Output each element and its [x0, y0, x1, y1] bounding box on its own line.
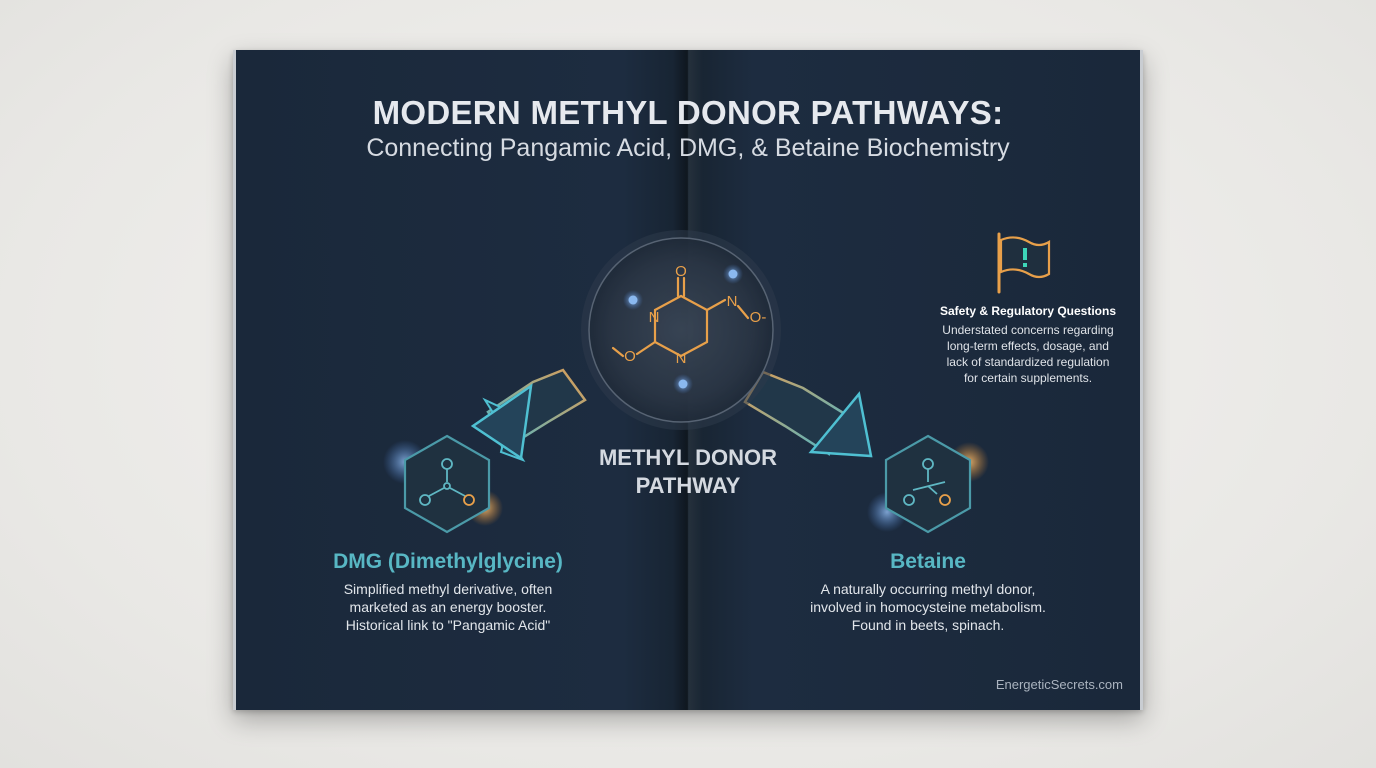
footer-brand: EnergeticSecrets.com — [995, 677, 1123, 692]
safety-description: Understated concerns regarding long-term… — [923, 322, 1133, 386]
betaine-desc-line: A naturally occurring methyl donor, — [820, 581, 1036, 597]
safety-desc-line: long-term effects, dosage, and — [947, 339, 1109, 353]
magazine-spread: MODERN METHYL DONOR PATHWAYS: Connecting… — [233, 50, 1143, 710]
dmg-molecule-icon — [383, 434, 503, 534]
left-branch-arrow — [470, 368, 587, 462]
center-pathway-label: METHYL DONOR PATHWAY — [563, 444, 813, 500]
atom-label: N — [649, 309, 660, 326]
betaine-desc-line: Found in beets, spinach. — [851, 617, 1005, 633]
safety-desc-line: Understated concerns regarding — [942, 323, 1114, 337]
betaine-molecule-icon — [867, 434, 989, 534]
page-title: MODERN METHYL DONOR PATHWAYS: — [372, 94, 1004, 131]
central-molecule: O N N N O O- — [581, 230, 781, 430]
safety-desc-line: for certain supplements. — [963, 371, 1093, 385]
atom-label: O — [624, 348, 636, 365]
atom-label: O- — [750, 309, 767, 326]
dmg-desc-line: marketed as an energy booster. — [349, 599, 547, 615]
dmg-description: Simplified methyl derivative, often mark… — [308, 580, 588, 634]
pathway-diagram: O N N N O O- — [383, 230, 1051, 534]
safety-desc-line: lack of standardized regulation — [946, 355, 1110, 369]
dmg-title: DMG (Dimethylglycine) — [333, 550, 563, 573]
atom-label: O — [675, 263, 687, 280]
betaine-description: A naturally occurring methyl donor, invo… — [788, 580, 1068, 634]
dmg-desc-line: Historical link to "Pangamic Acid" — [345, 617, 551, 633]
center-label-line1: METHYL DONOR — [598, 445, 778, 470]
betaine-title: Betaine — [890, 550, 966, 573]
atom-label: N — [676, 350, 687, 367]
dmg-desc-line: Simplified methyl derivative, often — [343, 581, 553, 597]
right-branch-arrow — [743, 370, 873, 458]
warning-flag-icon — [997, 232, 1051, 294]
page-subtitle: Connecting Pangamic Acid, DMG, & Betaine… — [366, 134, 1010, 162]
betaine-desc-line: involved in homocysteine metabolism. — [810, 599, 1046, 615]
atom-label: N — [727, 293, 738, 310]
safety-title: Safety & Regulatory Questions — [939, 304, 1117, 318]
center-label-line2: PATHWAY — [635, 473, 741, 498]
